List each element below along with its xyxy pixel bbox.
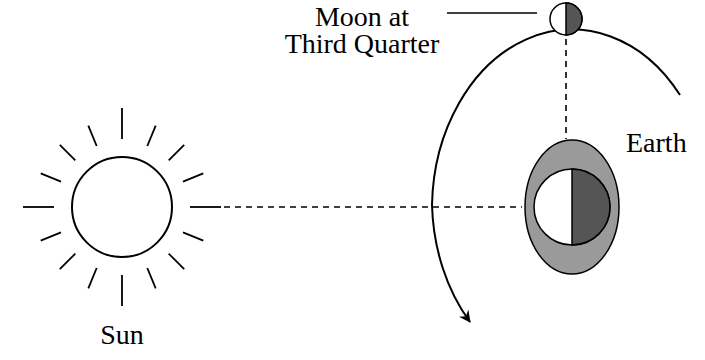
dashed-alignment-line [565, 39, 567, 139]
sun-figure-shape [22, 107, 222, 307]
leader-line [447, 12, 537, 14]
figure-label: Moon at Third Quarter [284, 3, 440, 57]
moon-figure: Moon at Third Quarter [548, 1, 584, 37]
moon-orbit [432, 29, 680, 322]
sun-figure: Sun [22, 107, 222, 307]
earth-figure: Earth [524, 139, 620, 275]
moon-figure-shape [548, 1, 584, 37]
dashed-alignment-line [224, 206, 522, 208]
figure-label: Earth [626, 129, 687, 156]
figure-label: Sun [100, 321, 144, 348]
earth-figure-shape [524, 139, 620, 275]
